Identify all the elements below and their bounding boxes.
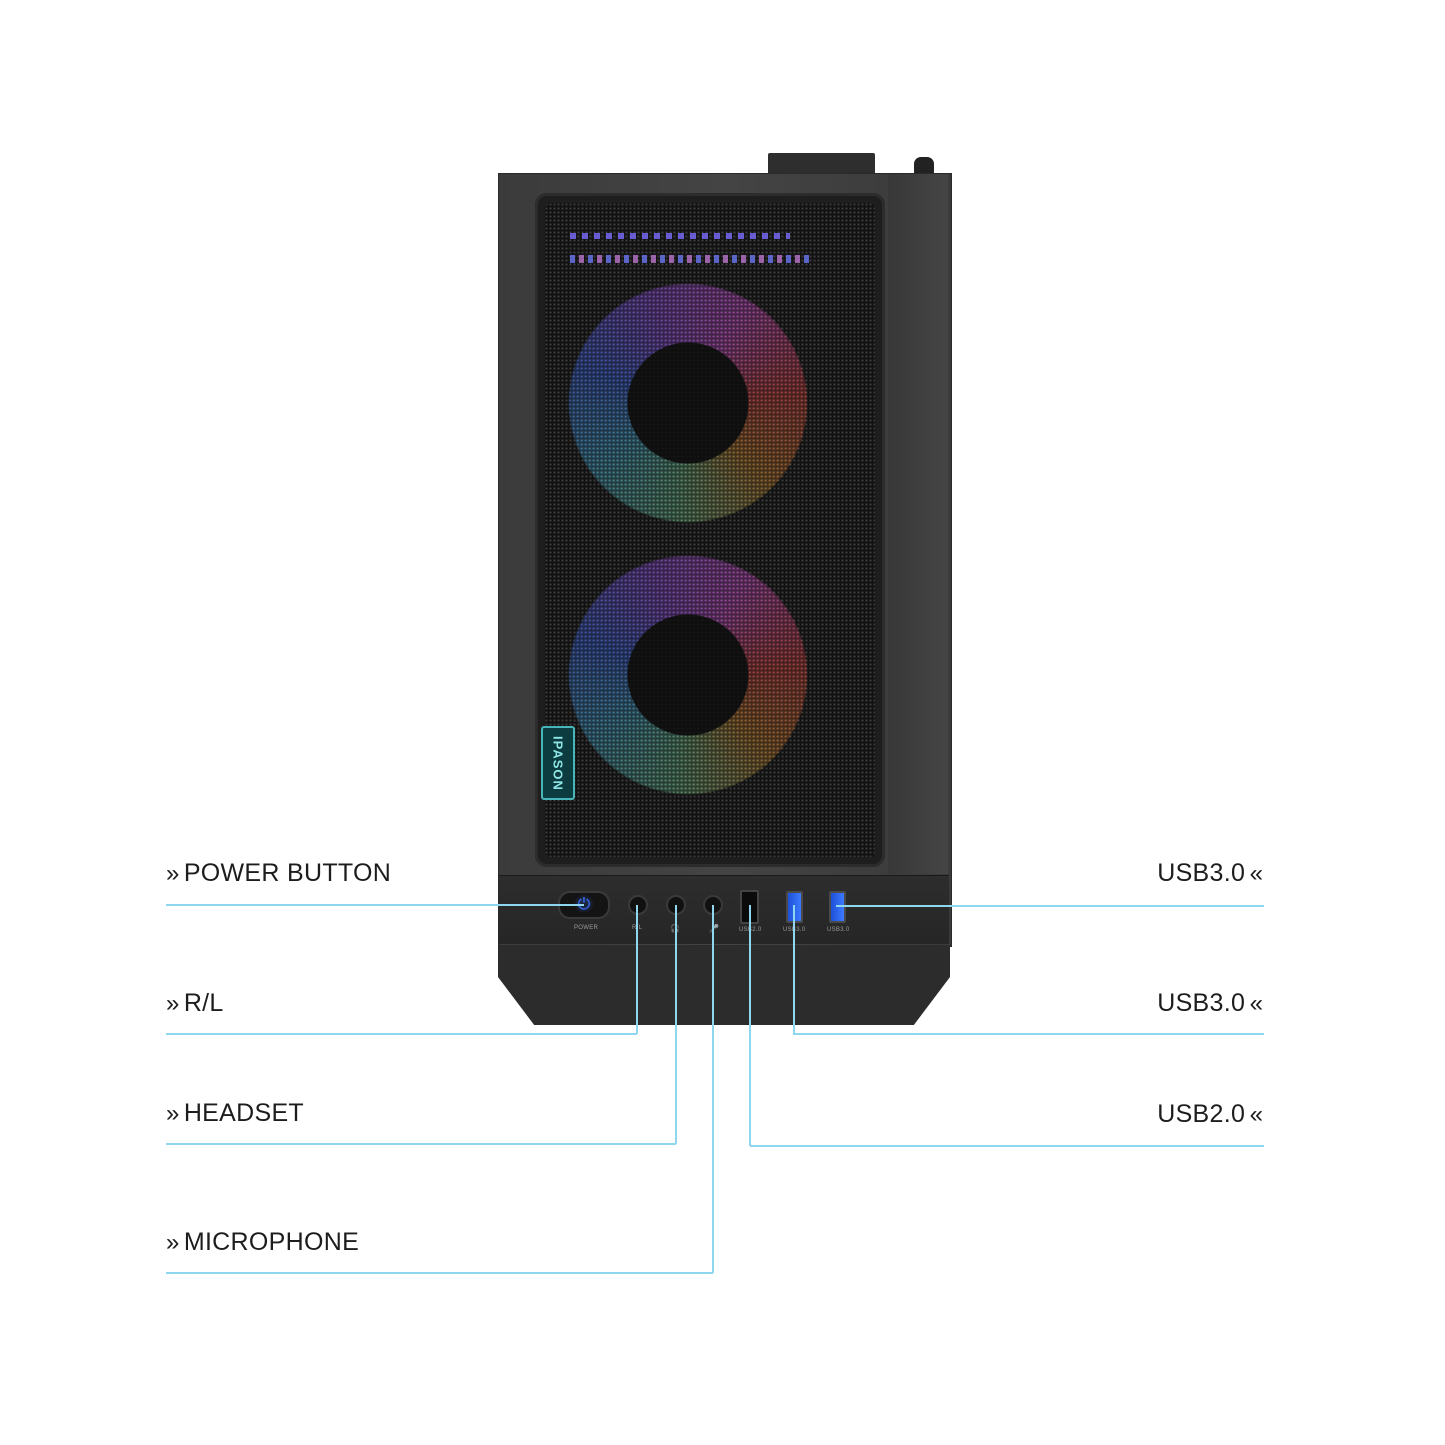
callout-label: USB2.0 xyxy=(1157,1100,1246,1128)
double-chevron-right-icon: » xyxy=(166,990,180,1017)
double-chevron-right-icon: » xyxy=(166,860,180,887)
rgb-strip-top xyxy=(570,233,790,239)
callout-label: POWER BUTTON xyxy=(183,859,392,887)
callout-rl: » R/L xyxy=(166,989,224,1018)
case-thumbscrew xyxy=(914,157,934,174)
callout-usb3-a: USB3.0 « xyxy=(1157,859,1263,888)
leader-line-usb3-b-vertical xyxy=(793,905,795,1034)
leader-line-power xyxy=(166,904,584,906)
microphone-icon: 🎤 xyxy=(709,924,720,933)
callout-label: R/L xyxy=(183,989,224,1017)
leader-line-microphone xyxy=(166,1272,713,1274)
callout-label: MICROPHONE xyxy=(183,1228,360,1256)
leader-line-usb3-b xyxy=(793,1033,1264,1035)
usb3-port-a[interactable] xyxy=(786,891,803,923)
front-mesh-panel xyxy=(545,203,875,857)
port-label-usb3-b: USB3.0 xyxy=(827,927,850,933)
usb3-port-b[interactable] xyxy=(829,891,846,923)
leader-line-usb2 xyxy=(750,1145,1264,1147)
case-side-strip xyxy=(888,174,948,874)
brand-logo-badge: IPASON xyxy=(541,726,575,800)
callout-headset: » HEADSET xyxy=(166,1099,304,1128)
callout-usb2: USB2.0 « xyxy=(1157,1100,1263,1129)
brand-logo-text: IPASON xyxy=(550,735,566,791)
leader-line-microphone-vertical xyxy=(712,905,714,1273)
headset-icon: 🎧 xyxy=(670,924,680,933)
case-top-block xyxy=(768,153,875,175)
callout-label: USB3.0 xyxy=(1157,989,1246,1017)
leader-line-headset-vertical xyxy=(675,905,677,1144)
rl-audio-jack[interactable] xyxy=(628,895,648,915)
callout-label: HEADSET xyxy=(183,1099,304,1127)
leader-line-rl-vertical xyxy=(636,905,638,1034)
double-chevron-left-icon: « xyxy=(1249,990,1263,1017)
callout-label: USB3.0 xyxy=(1157,859,1246,887)
double-chevron-right-icon: » xyxy=(166,1100,180,1127)
rgb-fan-bottom xyxy=(568,555,808,795)
leader-line-rl xyxy=(166,1033,637,1035)
leader-line-headset xyxy=(166,1143,676,1145)
power-icon: ⏻ xyxy=(577,896,591,913)
callout-microphone: » MICROPHONE xyxy=(166,1228,359,1257)
port-label-power: POWER xyxy=(574,925,599,931)
case-base xyxy=(498,945,950,1025)
double-chevron-left-icon: « xyxy=(1249,860,1263,887)
double-chevron-left-icon: « xyxy=(1249,1101,1263,1128)
callout-power-button: » POWER BUTTON xyxy=(166,859,391,888)
leader-line-usb2-vertical xyxy=(749,905,751,1146)
double-chevron-right-icon: » xyxy=(166,1229,180,1256)
leader-line-usb3-a xyxy=(836,905,1264,907)
rgb-fan-top xyxy=(568,283,808,523)
rgb-strip-second xyxy=(570,255,810,263)
callout-usb3-b: USB3.0 « xyxy=(1157,989,1263,1018)
